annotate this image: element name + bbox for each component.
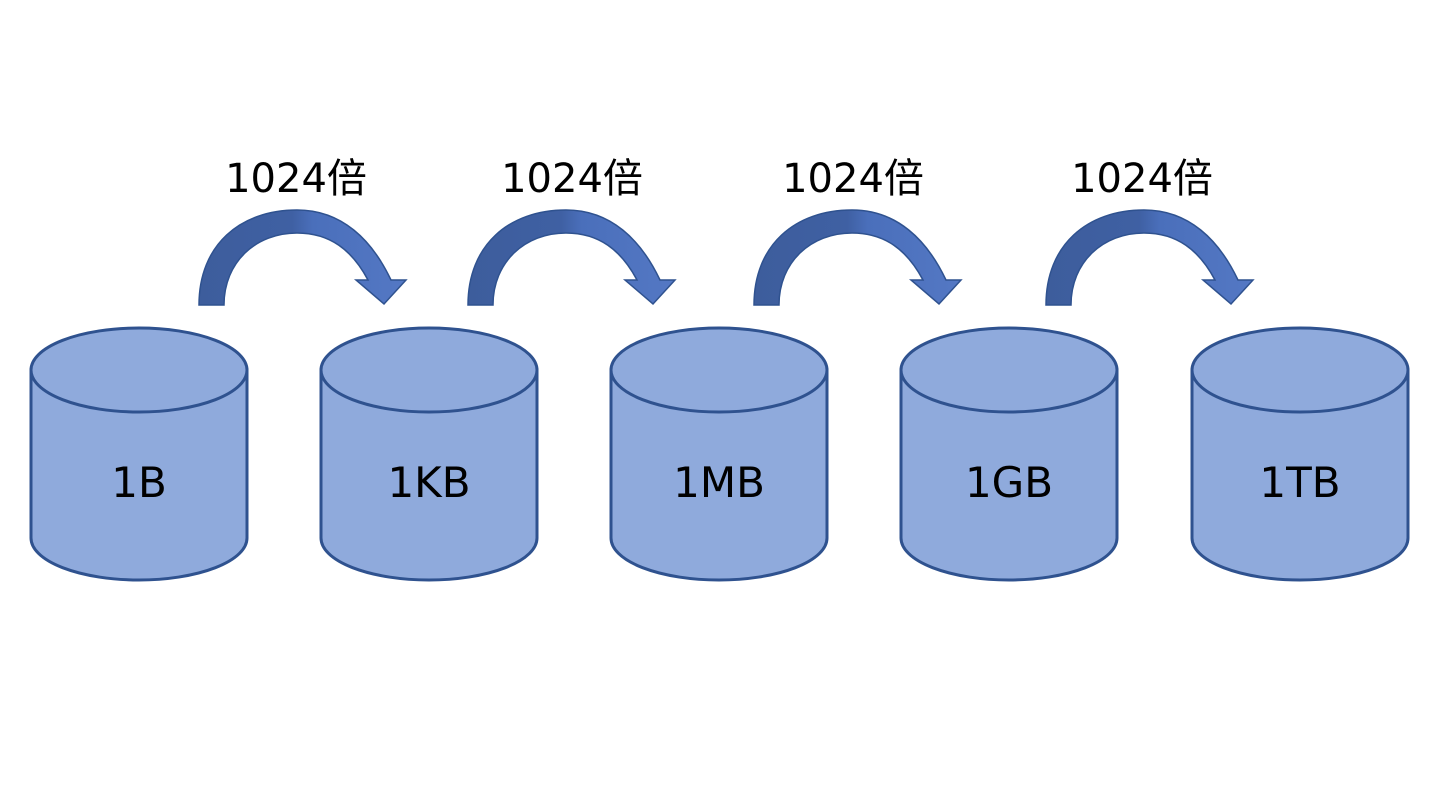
cylinder-label-1gb: 1GB: [964, 458, 1054, 507]
cylinder-top: [319, 326, 539, 414]
arrow-label-4: 1024倍: [1071, 156, 1213, 202]
cylinder-1tb: [1190, 326, 1410, 582]
cylinder-label-1b: 1B: [111, 458, 167, 507]
cylinder-label-1mb: 1MB: [673, 458, 765, 507]
cylinder-body: [609, 368, 829, 582]
cylinder-1b: [29, 326, 249, 582]
arrow-label-2: 1024倍: [501, 156, 643, 202]
arrow-label-3: 1024倍: [782, 156, 924, 202]
curved-arrow-4: [1045, 209, 1255, 306]
cylinder-1kb: [319, 326, 539, 582]
cylinder-label-1kb: 1KB: [387, 458, 471, 507]
curved-arrow-1: [198, 209, 408, 306]
cylinder-top: [1190, 326, 1410, 414]
cylinder-label-1tb: 1TB: [1259, 458, 1341, 507]
cylinder-top: [609, 326, 829, 414]
cylinder-1mb: [609, 326, 829, 582]
curved-arrow-2: [467, 209, 677, 306]
cylinder-body: [1190, 368, 1410, 582]
arrow-label-1: 1024倍: [225, 156, 367, 202]
cylinder-top: [899, 326, 1119, 414]
cylinder-body: [29, 368, 249, 582]
cylinder-body: [319, 368, 539, 582]
cylinder-body: [899, 368, 1119, 582]
cylinder-top: [29, 326, 249, 414]
curved-arrow-3: [753, 209, 963, 306]
cylinder-1gb: [899, 326, 1119, 582]
